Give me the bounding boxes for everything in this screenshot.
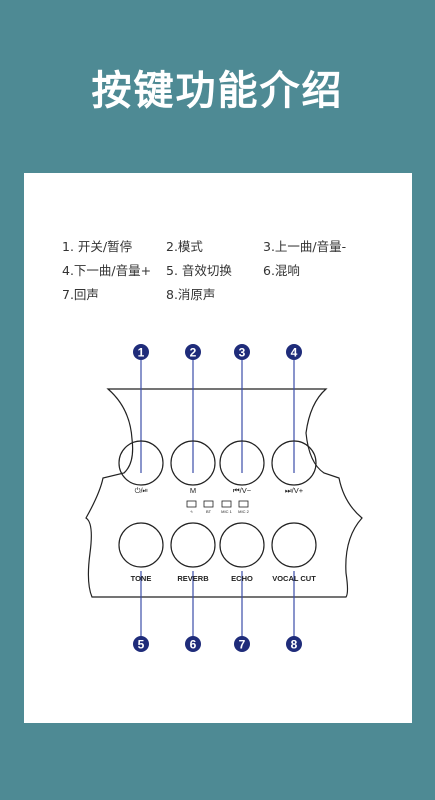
indicator-label-mic2: MIC 2 [238, 509, 249, 514]
indicator-label-mic1: MIC 1 [221, 509, 232, 514]
callout-1: 1 [133, 344, 149, 360]
legend-item-2: 2.模式 [166, 239, 203, 254]
svg-text:4: 4 [291, 346, 298, 360]
label-mode: M [190, 486, 196, 495]
knob-power-play[interactable] [118, 440, 164, 486]
callout-6: 6 [185, 636, 201, 652]
control-panel-diagram: ⏻/⏯ M ⏮/V− ⏭/V+ ϟ BT MIC 1 MIC 2 TONE RE… [85, 344, 363, 652]
knob-reverb[interactable] [170, 522, 216, 568]
knob-mode[interactable] [170, 440, 216, 486]
svg-text:8: 8 [291, 638, 298, 652]
callout-7: 7 [234, 636, 250, 652]
callout-5: 5 [133, 636, 149, 652]
legend-item-1: 1. 开关/暂停 [62, 239, 133, 254]
diagram-card: 1. 开关/暂停 2.模式 3.上一曲/音量- 4.下一曲/音量+ 5. 音效切… [24, 173, 412, 723]
mode-indicators: ϟ BT MIC 1 MIC 2 [186, 500, 250, 514]
svg-text:1: 1 [138, 346, 145, 360]
label-vocal-cut: VOCAL CUT [272, 574, 316, 583]
knob-tone[interactable] [118, 522, 164, 568]
svg-text:7: 7 [239, 638, 246, 652]
indicator-light-4 [238, 500, 249, 508]
svg-text:3: 3 [239, 346, 246, 360]
label-tone: TONE [131, 574, 152, 583]
knob-echo[interactable] [219, 522, 265, 568]
indicator-light-1 [186, 500, 197, 508]
callout-3: 3 [234, 344, 250, 360]
panel-outline [85, 388, 363, 598]
knob-prev-volume-down[interactable] [219, 440, 265, 486]
callout-4: 4 [286, 344, 302, 360]
callout-8: 8 [286, 636, 302, 652]
label-prev-volume-down: ⏮/V− [233, 486, 252, 495]
knob-vocal-cut[interactable] [271, 522, 317, 568]
leader-lines [140, 360, 295, 639]
indicator-light-2 [203, 500, 214, 508]
indicator-label-bt: BT [206, 509, 212, 514]
function-legend: 1. 开关/暂停 2.模式 3.上一曲/音量- 4.下一曲/音量+ 5. 音效切… [62, 235, 402, 307]
lightning-icon: ϟ [190, 509, 193, 514]
label-reverb: REVERB [177, 574, 209, 583]
legend-item-6: 6.混响 [263, 263, 300, 278]
legend-item-8: 8.消原声 [166, 287, 216, 302]
label-echo: ECHO [231, 574, 253, 583]
label-power-play: ⏻/⏯ [135, 486, 148, 495]
page-title: 按键功能介绍 [91, 68, 344, 114]
label-next-volume-up: ⏭/V+ [285, 486, 304, 495]
svg-text:5: 5 [138, 638, 145, 652]
indicator-light-3 [221, 500, 232, 508]
legend-item-3: 3.上一曲/音量- [263, 239, 347, 254]
legend-item-7: 7.回声 [62, 287, 99, 302]
knob-next-volume-up[interactable] [271, 440, 317, 486]
svg-text:2: 2 [190, 346, 197, 360]
legend-item-4: 4.下一曲/音量+ [62, 263, 152, 278]
svg-text:6: 6 [190, 638, 197, 652]
callout-2: 2 [185, 344, 201, 360]
legend-item-5: 5. 音效切换 [166, 263, 232, 278]
